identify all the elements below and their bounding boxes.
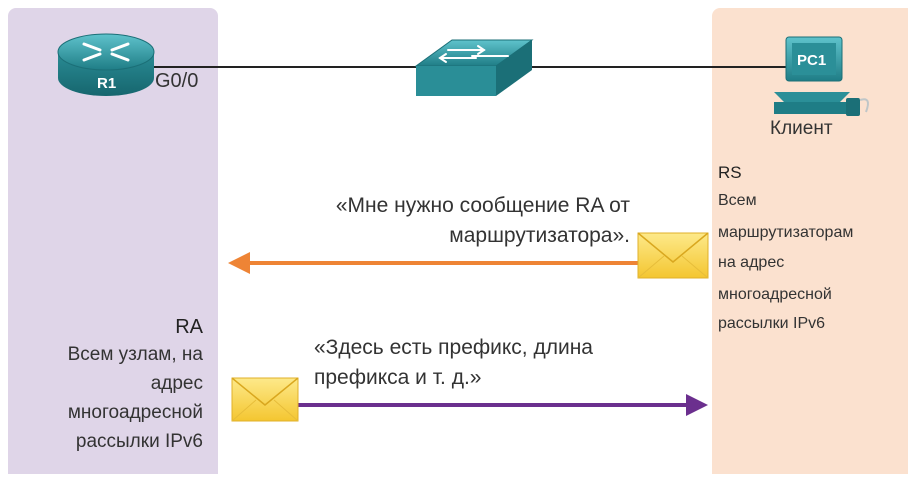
client-label: Клиент [770, 118, 833, 139]
ra-reply-quote: «Здесь есть префикс, длина префикса и т.… [314, 333, 593, 393]
ra-line: рассылки IPv6 [75, 431, 203, 452]
ra-reply-line: «Здесь есть префикс, длина [314, 336, 593, 359]
pc-icon: PC1 [774, 36, 869, 116]
rs-line: на адрес [718, 254, 785, 271]
rs-line: рассылки IPv6 [718, 315, 826, 332]
rs-request-line: «Мне нужно сообщение RA от [335, 194, 630, 217]
client-side-panel [712, 8, 908, 474]
ra-title: RA [175, 316, 203, 338]
rs-title: RS [718, 163, 742, 182]
switch-icon [414, 39, 534, 96]
ra-line: адрес [150, 373, 203, 394]
rs-line: маршрутизаторам [718, 224, 854, 241]
rs-arrow [228, 252, 642, 274]
ra-description: RA Всем узлам, на адрес многоадресной ра… [68, 314, 203, 456]
router-icon: R1 [57, 33, 155, 96]
ra-envelope-icon [231, 377, 299, 422]
rs-request-quote: «Мне нужно сообщение RA от маршрутизатор… [336, 191, 630, 251]
ra-reply-line: префикса и т. д.» [314, 366, 482, 389]
ra-line: многоадресной [67, 402, 203, 423]
router-name: R1 [97, 75, 116, 92]
ra-arrow [296, 394, 708, 416]
ra-line: Всем узлам, на [67, 344, 203, 365]
rs-line: Всем [718, 192, 757, 209]
rs-request-line: маршрутизатора». [449, 224, 630, 247]
router-interface-label: G0/0 [155, 70, 199, 92]
rs-line: многоадресной [718, 286, 832, 303]
pc-name: PC1 [797, 52, 826, 69]
rs-envelope-icon [637, 232, 709, 279]
